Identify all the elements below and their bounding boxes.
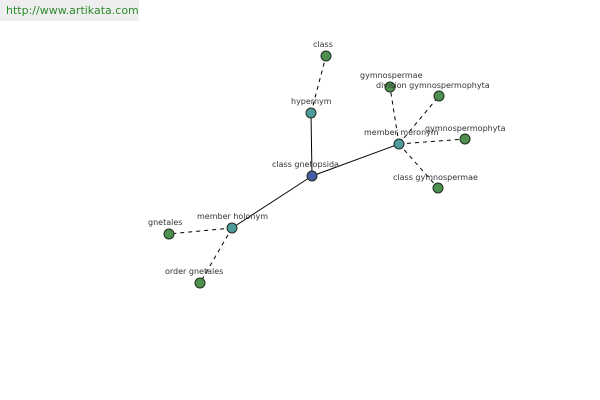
node-gnetales[interactable] [163, 228, 175, 240]
node-label-gnetales[interactable]: gnetales [148, 218, 182, 227]
labels-layer: class gnetopsida hypernym class member mero… [148, 40, 506, 276]
node-label-center[interactable]: class gnetopsida [272, 160, 339, 169]
node-order-gnetales[interactable] [194, 277, 206, 289]
node-member-holonym[interactable] [226, 222, 238, 234]
node-label-hypernym[interactable]: hypernym [291, 97, 332, 106]
node-division-gymnospermophyta[interactable] [433, 90, 445, 102]
edge-center-to-member-meronym [311, 143, 400, 177]
edge-member-meronym-to-gymnospermae [389, 86, 400, 145]
node-label-gymnospermophyta[interactable]: gymnospermophyta [425, 124, 506, 133]
edge-member-meronym-to-division-gymnospermophyta [398, 95, 440, 145]
node-class[interactable] [320, 50, 332, 62]
edges-layer [168, 55, 466, 284]
edge-hypernym-to-class [310, 55, 327, 114]
node-gymnospermae[interactable] [384, 81, 396, 93]
node-label-class-gymnospermae[interactable]: class gymnospermae [393, 173, 478, 182]
node-center[interactable] [306, 170, 318, 182]
node-label-class[interactable]: class [313, 40, 333, 49]
node-class-gymnospermae[interactable] [432, 182, 444, 194]
node-label-member-meronym[interactable]: member meronym [364, 128, 439, 137]
node-label-order-gnetales[interactable]: order gnetales [165, 267, 223, 276]
node-label-member-holonym[interactable]: member holonym [197, 212, 268, 221]
nodes-layer [163, 50, 471, 289]
edge-member-holonym-to-gnetales [168, 227, 233, 235]
node-label-division-gymnospermophyta[interactable]: division gymnospermophyta [376, 81, 490, 90]
node-gymnospermophyta[interactable] [459, 133, 471, 145]
node-hypernym[interactable] [305, 107, 317, 119]
watermark-link[interactable]: http://www.artikata.com [0, 0, 139, 21]
edge-member-meronym-to-class-gymnospermae [398, 143, 439, 189]
edge-center-to-member-holonym [231, 175, 313, 229]
edge-member-meronym-to-gymnospermophyta [398, 138, 466, 145]
node-member-meronym[interactable] [393, 138, 405, 150]
edge-member-holonym-to-order-gnetales [199, 227, 233, 284]
node-label-gymnospermae[interactable]: gymnospermae [360, 71, 423, 80]
edge-center-to-hypernym [310, 112, 313, 177]
